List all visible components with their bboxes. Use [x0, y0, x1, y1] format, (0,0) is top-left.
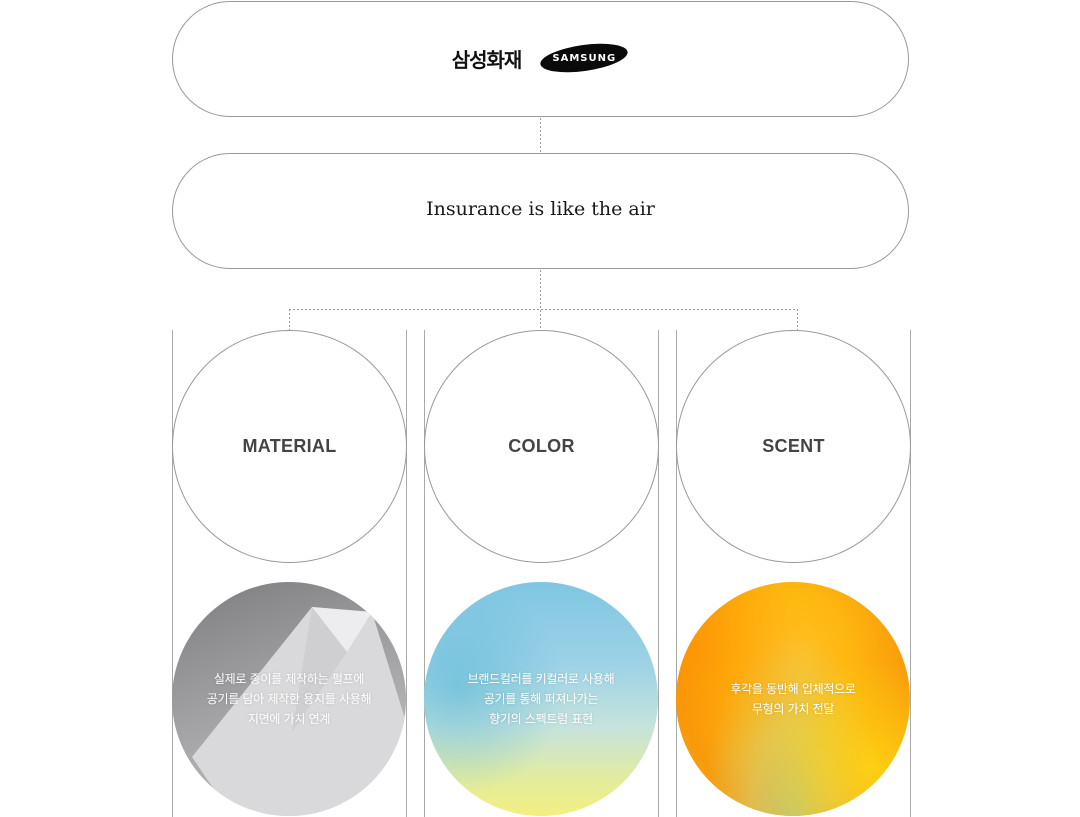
color-description: 브랜드컬러를 키컬러로 사용해 공기를 통해 퍼져나가는 향기의 스펙트럼 표현: [468, 669, 615, 729]
scent-description-line: 무형의 가치 전달: [751, 702, 835, 716]
tagline-text: Insurance is like the air: [426, 198, 655, 220]
material-column-frame: [172, 330, 407, 817]
samsung-logo-text: SAMSUNG: [552, 52, 617, 64]
scent-description-line: 후각을 동반해 입체적으로: [730, 682, 856, 696]
scent-title: SCENT: [762, 436, 825, 456]
tagline-pill: Insurance is like the air: [172, 153, 909, 269]
samsung-logo-ellipse: [540, 43, 628, 73]
color-description-line: 공기를 통해 퍼져나가는: [483, 692, 599, 706]
material-description-line: 실제로 종이를 제작하는 펄프에: [213, 672, 365, 686]
material-description: 실제로 종이를 제작하는 펄프에 공기를 담아 제작한 용지를 사용해 지면에 …: [206, 669, 372, 729]
material-description-line: 공기를 담아 제작한 용지를 사용해: [206, 692, 372, 706]
scent-description: 후각을 동반해 입체적으로 무형의 가치 전달: [730, 679, 855, 719]
color-description-line: 향기의 스펙트럼 표현: [489, 712, 593, 726]
material-title: MATERIAL: [242, 436, 337, 456]
samsung-logo: SAMSUNG: [539, 42, 629, 74]
brand-name-kr: 삼성화재: [451, 47, 523, 72]
material-title-circle: MATERIAL: [172, 330, 407, 563]
material-image-circle: 실제로 종이를 제작하는 펄프에 공기를 담아 제작한 용지를 사용해 지면에 …: [172, 582, 406, 816]
brand-pill: 삼성화재 SAMSUNG: [172, 1, 909, 117]
color-title: COLOR: [508, 436, 575, 456]
scent-title-circle: SCENT: [676, 330, 911, 563]
color-image-circle: 브랜드컬러를 키컬러로 사용해 공기를 통해 퍼져나가는 향기의 스펙트럼 표현: [424, 582, 658, 816]
color-description-line: 브랜드컬러를 키컬러로 사용해: [467, 672, 615, 686]
paper-fold-image: [192, 607, 406, 816]
brand-row: 삼성화재 SAMSUNG: [173, 42, 908, 74]
material-description-line: 지면에 가치 연계: [247, 712, 331, 726]
scent-column-frame: [676, 330, 911, 817]
scent-image-circle: 후각을 동반해 입체적으로 무형의 가치 전달: [676, 582, 910, 816]
color-title-circle: COLOR: [424, 330, 659, 563]
color-column-frame: [424, 330, 659, 817]
